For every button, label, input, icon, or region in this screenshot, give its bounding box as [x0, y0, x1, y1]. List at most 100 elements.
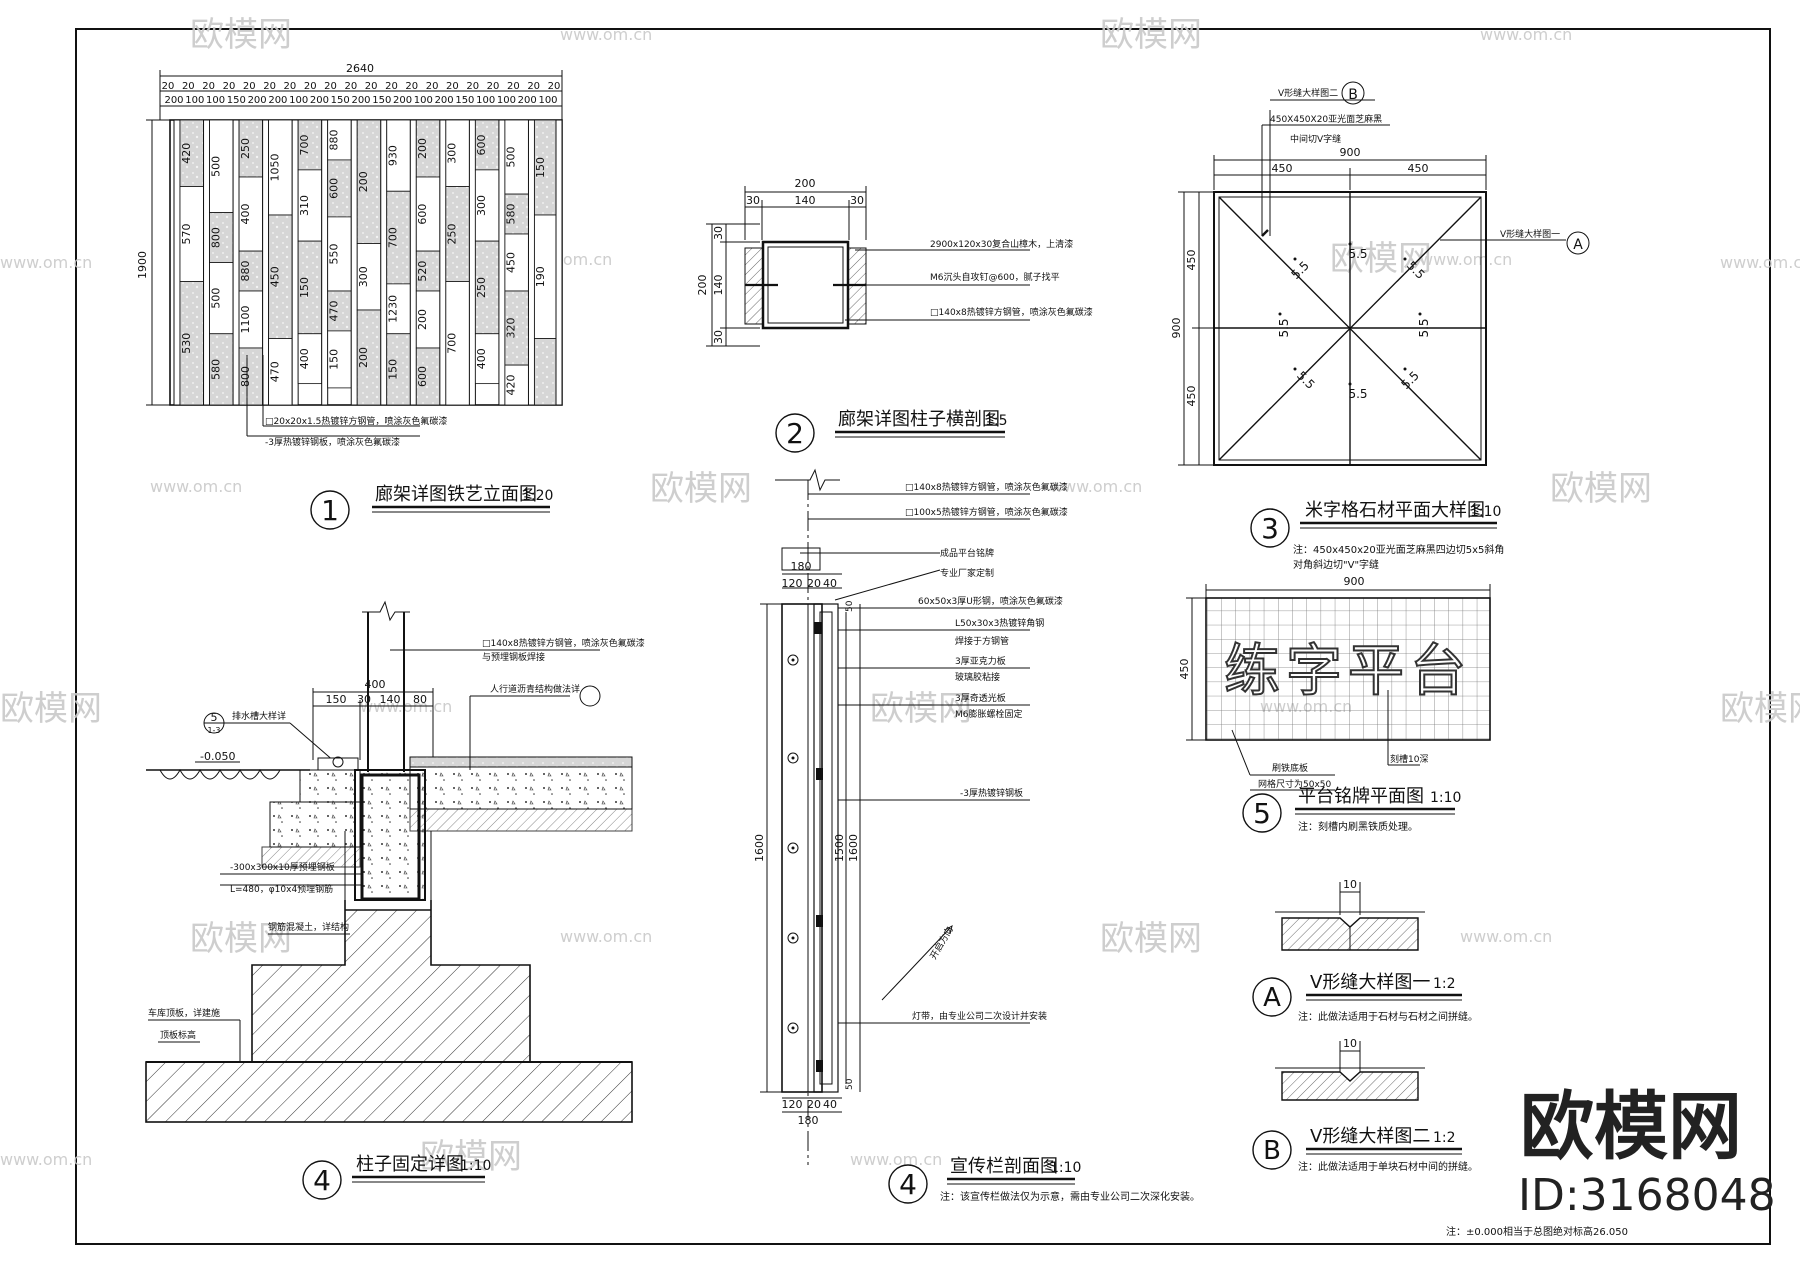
- svg-text:www.om.cn: www.om.cn: [850, 1150, 942, 1169]
- bar-dim-label: 300: [475, 195, 488, 216]
- top-dim-label: 20: [344, 81, 357, 92]
- callout-a-text: V形缝大样图一: [1500, 228, 1560, 240]
- dim-top: 200: [795, 177, 816, 190]
- watermark-text: 欧模网: [190, 919, 292, 959]
- svg-text:900: 900: [1170, 318, 1183, 339]
- drawing-title: 平台铭牌平面图: [1298, 786, 1424, 807]
- bar-dim-label: 250: [475, 277, 488, 298]
- slope-arrow: [1293, 257, 1297, 261]
- top-dim-label: 200: [164, 95, 183, 106]
- svg-text:50: 50: [845, 600, 855, 612]
- top-dim-label: 100: [289, 95, 308, 106]
- svg-text:www.om.cn: www.om.cn: [1460, 927, 1552, 946]
- sheet-note: 注：±0.000相当于总图绝对标高26.050: [1446, 1225, 1628, 1238]
- note-steel-plate: -3厚热镀锌钢板，喷涂灰色氟碳漆: [265, 436, 400, 448]
- top-dim-label: 150: [455, 95, 474, 106]
- top-dim-label: 100: [206, 95, 225, 106]
- svg-text:B: B: [1263, 1136, 1281, 1166]
- svg-text:www.om.cn: www.om.cn: [0, 253, 92, 272]
- svg-text:人行道沥青结构做法详: 人行道沥青结构做法详: [490, 683, 580, 695]
- drawing-title: 宣传栏剖面图: [950, 1156, 1058, 1177]
- watermark-text: 欧模网: [0, 689, 102, 729]
- top-dim-label: 100: [185, 95, 204, 106]
- svg-text:120: 120: [782, 577, 803, 590]
- bar-dim-label: 200: [357, 347, 370, 368]
- svg-text:200: 200: [696, 275, 709, 296]
- svg-text:1:2: 1:2: [1433, 1130, 1456, 1146]
- bar-dim-label: 570: [180, 224, 193, 245]
- drawing-scale: 1:10: [1470, 504, 1501, 520]
- svg-text:www.om.cn: www.om.cn: [560, 927, 652, 946]
- watermark-logo: 欧模网 欧模网 欧模网 欧模网 欧模网 欧模网 欧模网 欧模网 欧模网 欧模网 …: [0, 15, 1800, 1177]
- note-screws: M6沉头自攻钉@600，腻子找平: [930, 271, 1060, 283]
- nameplate-text: 练字平台: [1224, 639, 1472, 704]
- bar-dim-label: 800: [209, 227, 222, 248]
- slope-label: 5.5: [1348, 387, 1367, 401]
- svg-text:网格尺寸为50x50: 网格尺寸为50x50: [1258, 778, 1332, 790]
- slope-arrow: [1403, 367, 1407, 371]
- svg-text:180: 180: [791, 560, 812, 573]
- bar-dim-label: 580: [505, 204, 518, 225]
- top-dim-label: 100: [476, 95, 495, 106]
- watermark-id: ID:3168048: [1518, 1170, 1776, 1221]
- bar-dim-label: 200: [416, 309, 429, 330]
- svg-text:B: B: [1348, 87, 1358, 103]
- top-dim-label: 20: [304, 81, 317, 92]
- svg-text:1:10: 1:10: [1430, 790, 1461, 806]
- top-dim-label: 100: [538, 95, 557, 106]
- svg-text:20: 20: [807, 577, 821, 590]
- bolts: [787, 654, 799, 1034]
- drawing-scale: 1:20: [522, 488, 553, 504]
- dim-total-width: 2640: [346, 62, 374, 75]
- note-2: 对角斜边切"V"字缝: [1293, 558, 1379, 571]
- top-dim-label: 20: [243, 81, 256, 92]
- svg-text:180: 180: [798, 1114, 819, 1127]
- bar-dim-label: 880: [327, 129, 340, 150]
- bar-dim-label: 310: [298, 195, 311, 216]
- svg-text:1:10: 1:10: [1050, 1160, 1081, 1176]
- plate-segment: [534, 338, 559, 406]
- drawing-number: 2: [786, 417, 804, 450]
- svg-text:140: 140: [380, 693, 401, 706]
- svg-text:450: 450: [1185, 386, 1198, 407]
- drawing-title: 柱子固定详图: [356, 1154, 464, 1175]
- top-dim-label: 20: [548, 81, 561, 92]
- bar-dim-label: 150: [387, 359, 400, 380]
- svg-text:140: 140: [795, 194, 816, 207]
- top-dim-label: 20: [527, 81, 540, 92]
- svg-text:60x50x3厚U形钢，喷涂灰色氟碳漆: 60x50x3厚U形钢，喷涂灰色氟碳漆: [918, 595, 1063, 607]
- top-dim-label: 200: [518, 95, 537, 106]
- bar-dim-label: 470: [327, 300, 340, 321]
- bar-dim-label: 600: [416, 204, 429, 225]
- svg-text:开启方向: 开启方向: [927, 924, 955, 961]
- bar-dim-label: 500: [209, 156, 222, 177]
- svg-text:www.om.cn: www.om.cn: [1420, 250, 1512, 269]
- svg-text:10: 10: [1343, 878, 1357, 891]
- svg-text:50: 50: [845, 1078, 855, 1090]
- steel-post: [555, 119, 563, 406]
- bar-dim-label: 550: [327, 243, 340, 264]
- bar-dim-label: 930: [387, 145, 400, 166]
- top-dim-label: 20: [385, 81, 398, 92]
- svg-text:450: 450: [1178, 659, 1191, 680]
- svg-text:成品平台铭牌: 成品平台铭牌: [940, 547, 994, 559]
- note: 注：450x450x20亚光面芝麻黑四边切5x5斜角: [1293, 543, 1504, 556]
- top-dim-label: 200: [248, 95, 267, 106]
- svg-text:450: 450: [1185, 250, 1198, 271]
- top-dim-label: 150: [372, 95, 391, 106]
- svg-text:L50x30x3热镀锌角钢: L50x30x3热镀锌角钢: [955, 617, 1044, 629]
- svg-text:www.om.cn: www.om.cn: [1480, 25, 1572, 44]
- watermark-layer: 欧模网 欧模网 欧模网 欧模网 欧模网 欧模网 欧模网 欧模网 欧模网 欧模网 …: [0, 15, 1800, 1177]
- top-dim-label: 100: [414, 95, 433, 106]
- bolt-icon: [787, 654, 799, 666]
- top-dim-label: 20: [202, 81, 215, 92]
- svg-text:40: 40: [823, 1098, 837, 1111]
- watermark-text: 欧模网: [1100, 919, 1202, 959]
- svg-text:专业厂家定制: 专业厂家定制: [940, 567, 994, 579]
- top-dim-label: 20: [446, 81, 459, 92]
- svg-text:1600: 1600: [847, 834, 860, 862]
- slope-label: 5.5: [1398, 368, 1421, 391]
